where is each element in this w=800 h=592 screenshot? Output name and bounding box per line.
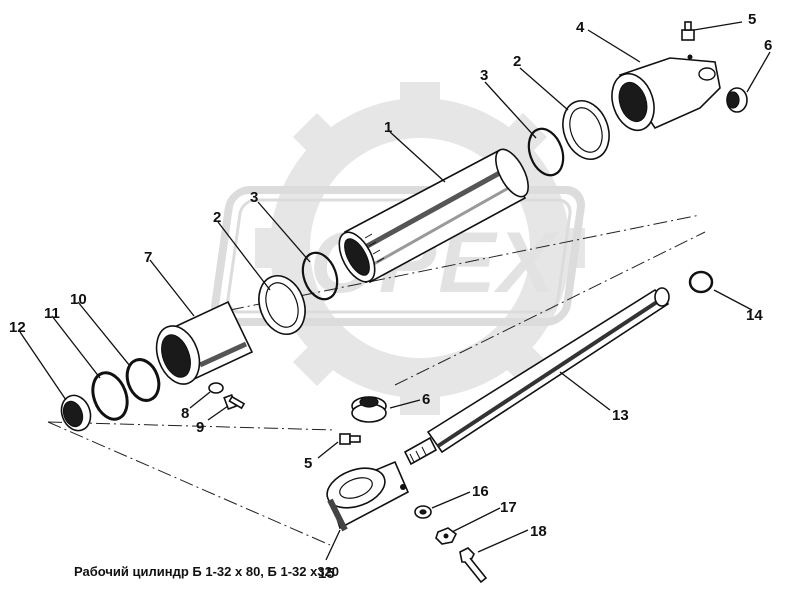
- callout-11: 11: [44, 305, 60, 322]
- part-bolt-9[interactable]: [223, 393, 246, 411]
- callout-6a: 6: [764, 37, 772, 54]
- assembly-axis-lines: [47, 214, 706, 546]
- part-grease-nipple-5a[interactable]: [681, 21, 695, 41]
- part-cylinder-tube[interactable]: [332, 144, 535, 287]
- part-grease-nipple-5b[interactable]: [339, 433, 361, 445]
- callout-13: 13: [612, 407, 629, 424]
- callout-6b: 6: [422, 391, 430, 408]
- callout-10: 10: [70, 291, 87, 308]
- part-oring-3b[interactable]: [297, 248, 343, 304]
- callout-1: 1: [384, 119, 392, 136]
- part-nut-17[interactable]: [435, 527, 458, 545]
- callout-2b: 2: [213, 209, 221, 226]
- leader-lines: [19, 21, 771, 561]
- callout-3a: 3: [480, 67, 488, 84]
- callout-labels: 1 2 2 3 3 4 5 5 6 6 7 8 9 10 11 12 13 14…: [9, 11, 772, 582]
- part-snap-ring-14[interactable]: [688, 270, 714, 294]
- callout-14: 14: [746, 307, 763, 324]
- part-oring-3a[interactable]: [523, 124, 569, 180]
- part-seal-10[interactable]: [122, 355, 165, 405]
- callout-3b: 3: [250, 189, 258, 206]
- diagram-caption: Рабочий цилиндр Б 1-32 х 80, Б 1-32 х320: [74, 564, 339, 579]
- callout-12: 12: [9, 319, 26, 336]
- callout-5a: 5: [748, 11, 756, 28]
- callout-2a: 2: [513, 53, 521, 70]
- part-seal-11[interactable]: [87, 368, 133, 424]
- part-bushing-6a[interactable]: [726, 87, 748, 113]
- part-washer-8[interactable]: [208, 382, 224, 394]
- part-ring-2b[interactable]: [251, 269, 313, 340]
- callout-18: 18: [530, 523, 547, 540]
- callout-15: 15: [318, 565, 335, 582]
- part-piston-rod[interactable]: [403, 287, 670, 466]
- callout-16: 16: [472, 483, 489, 500]
- callout-5b: 5: [304, 455, 312, 472]
- part-bolt-18[interactable]: [459, 547, 488, 584]
- part-clevis[interactable]: [322, 460, 410, 532]
- callout-7: 7: [144, 249, 152, 266]
- callout-8: 8: [181, 405, 189, 422]
- part-bushing-6b[interactable]: [351, 396, 387, 423]
- part-gland[interactable]: [149, 300, 254, 390]
- callout-17: 17: [500, 499, 517, 516]
- part-scraper-12[interactable]: [57, 391, 96, 434]
- callout-4: 4: [576, 19, 585, 36]
- part-end-cap[interactable]: [605, 54, 721, 136]
- callout-9: 9: [196, 419, 204, 436]
- part-ring-2a[interactable]: [555, 94, 617, 165]
- part-washer-16[interactable]: [414, 505, 432, 519]
